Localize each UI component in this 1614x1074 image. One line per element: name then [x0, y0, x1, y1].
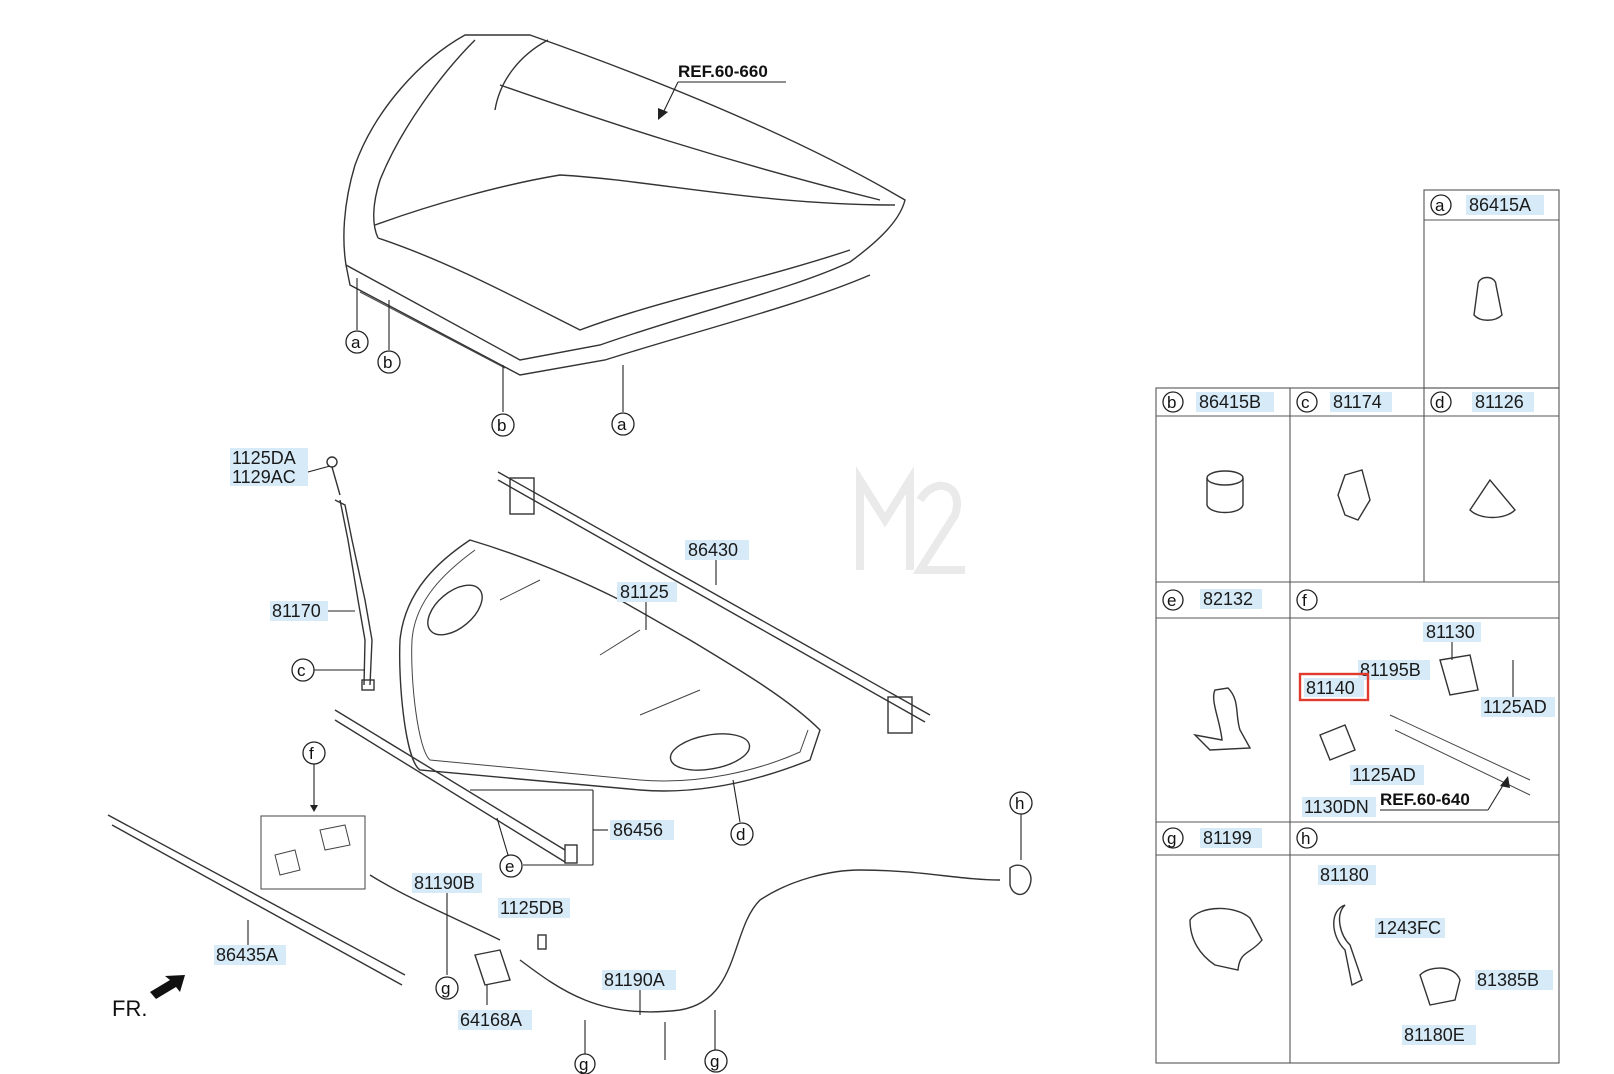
label-86430: 86430	[688, 540, 738, 560]
label-82132: 82132	[1203, 589, 1253, 609]
label-1129AC: 1129AC	[232, 467, 296, 487]
front-orientation: FR.	[112, 975, 185, 1021]
release-cables: 81190B g 1125DB 64168A 81190A g g h	[369, 791, 1033, 1074]
table-callout-b	[1162, 391, 1184, 413]
weatherstrip: 86430	[497, 471, 931, 734]
callout-a-1	[345, 330, 369, 354]
hood-reference: REF.60-660	[658, 62, 786, 120]
label-64168A: 64168A	[460, 1010, 522, 1030]
label-81170: 81170	[272, 601, 321, 621]
callout-b-2-text: b	[497, 416, 506, 435]
highlighted-part-81140	[1298, 672, 1370, 702]
callout-d	[730, 822, 754, 846]
latch-inset: f	[260, 741, 366, 890]
table-callout-c-text: c	[1301, 393, 1310, 412]
callout-g-3	[704, 1049, 728, 1073]
table-callout-f	[1296, 589, 1318, 611]
table-callout-f-text: f	[1302, 591, 1307, 610]
table-callout-b-text: b	[1167, 393, 1176, 412]
callout-a-1-text: a	[351, 333, 361, 352]
callout-a-2-text: a	[617, 415, 627, 434]
front-panel-ref-text: REF.60-640	[1380, 790, 1470, 809]
callout-a-2	[611, 412, 635, 436]
label-81130: 81130	[1426, 622, 1475, 642]
label-1125DA: 1125DA	[232, 448, 296, 468]
label-81385B: 81385B	[1477, 970, 1539, 990]
table-callout-c	[1296, 391, 1318, 413]
hood-panel	[343, 34, 906, 376]
detail-table: a 86415A b 86415B c 81174 d 81126 e 8213…	[1155, 189, 1560, 1064]
table-callout-a-text: a	[1435, 196, 1445, 215]
callout-g-2	[574, 1053, 596, 1074]
label-81174: 81174	[1333, 392, 1382, 412]
callout-b-1-text: b	[383, 353, 392, 372]
watermark-logo	[856, 466, 965, 574]
label-1125AD-2: 1125AD	[1352, 765, 1416, 785]
callout-g-1	[435, 976, 459, 1000]
fr-arrow-icon	[150, 975, 185, 999]
callout-b-1	[377, 350, 401, 374]
hood-callouts: a b b a	[345, 278, 635, 437]
label-1243FC: 1243FC	[1377, 918, 1441, 938]
label-86435A: 86435A	[216, 945, 278, 965]
table-callout-e	[1162, 589, 1184, 611]
callout-c-text: c	[297, 661, 306, 680]
label-81195B: 81195B	[1360, 660, 1421, 680]
hood-ref-text: REF.60-660	[678, 62, 768, 81]
stay-labels: 1125DA 1129AC 81170 c	[230, 448, 365, 682]
callout-g-2-text: g	[579, 1055, 588, 1074]
label-81180E: 81180E	[1404, 1025, 1465, 1045]
callout-d-text: d	[736, 825, 745, 844]
hood-stay	[326, 456, 375, 691]
table-callout-a	[1430, 194, 1452, 216]
label-81190A: 81190A	[604, 970, 665, 990]
label-81190B: 81190B	[414, 873, 475, 893]
label-81180: 81180	[1320, 865, 1369, 885]
label-81140: 81140	[1306, 678, 1355, 698]
table-callout-h-text: h	[1301, 829, 1310, 848]
callout-e	[499, 854, 523, 878]
label-81199: 81199	[1203, 828, 1252, 848]
seal-strip: 86456 e	[334, 709, 674, 878]
label-86415B: 86415B	[1199, 392, 1261, 412]
hood-insulator: 81125 d	[398, 539, 821, 846]
callout-b-2	[491, 413, 515, 437]
label-86415A: 86415A	[1469, 195, 1531, 215]
callout-g-3-text: g	[710, 1052, 719, 1071]
label-1125DB: 1125DB	[500, 898, 564, 918]
lower-strip: 86435A	[107, 814, 406, 986]
table-callout-d	[1430, 391, 1452, 413]
label-1125AD-1: 1125AD	[1483, 697, 1547, 717]
callout-h-text: h	[1015, 794, 1024, 813]
callout-g-1-text: g	[441, 979, 450, 998]
table-callout-g	[1162, 827, 1184, 849]
table-callout-d-text: d	[1435, 393, 1444, 412]
table-callout-h	[1296, 827, 1318, 849]
table-callout-g-text: g	[1167, 829, 1176, 848]
label-81126: 81126	[1475, 392, 1524, 412]
label-1130DN: 1130DN	[1304, 797, 1369, 817]
callout-e-text: e	[505, 857, 514, 876]
table-callout-e-text: e	[1167, 591, 1176, 610]
callout-f-text: f	[309, 744, 314, 763]
callout-f	[302, 741, 326, 765]
label-81125: 81125	[620, 582, 669, 602]
fr-label: FR.	[112, 996, 147, 1021]
label-86456: 86456	[613, 820, 663, 840]
